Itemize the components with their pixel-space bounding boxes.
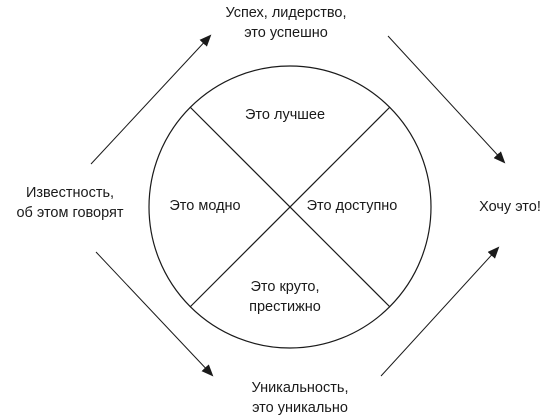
divider-line-diagonal-2 <box>189 106 391 308</box>
label-want-it-line-1: Хочу это! <box>479 199 541 215</box>
label-success-leadership: Успех, лидерство, это успешно <box>196 3 376 43</box>
label-fame-line-2: об этом говорят <box>16 205 124 221</box>
quadrant-trendy-line-1: Это модно <box>169 198 241 214</box>
label-uniqueness-line-2: это уникально <box>252 400 348 416</box>
quadrant-best: Это лучшее <box>225 105 345 125</box>
quadrant-accessible-line-1: Это доступно <box>306 198 398 214</box>
label-uniqueness: Уникальность, это уникально <box>225 378 375 418</box>
quadrant-prestigious: Это круто, престижно <box>235 277 335 317</box>
cycle-circle <box>148 65 432 349</box>
arrow-top-to-right <box>387 35 506 164</box>
quadrant-prestigious-line-1: Это круто, <box>250 279 320 295</box>
label-uniqueness-line-1: Уникальность, <box>251 380 349 396</box>
arrow-left-to-bottom <box>95 251 214 377</box>
quadrant-accessible: Это доступно <box>292 196 412 216</box>
arrow-bottom-to-right <box>380 246 500 377</box>
arrow-left-to-top <box>90 34 212 165</box>
label-success-line-2: это успешно <box>244 25 328 41</box>
quadrant-trendy: Это модно <box>150 196 260 216</box>
label-success-line-1: Успех, лидерство, <box>225 5 347 21</box>
label-fame-line-1: Известность, <box>25 185 115 201</box>
quadrant-best-line-1: Это лучшее <box>244 107 326 123</box>
quadrant-prestigious-line-2: престижно <box>249 299 321 315</box>
label-want-it: Хочу это! <box>470 197 550 217</box>
label-fame: Известность, об этом говорят <box>0 183 140 223</box>
